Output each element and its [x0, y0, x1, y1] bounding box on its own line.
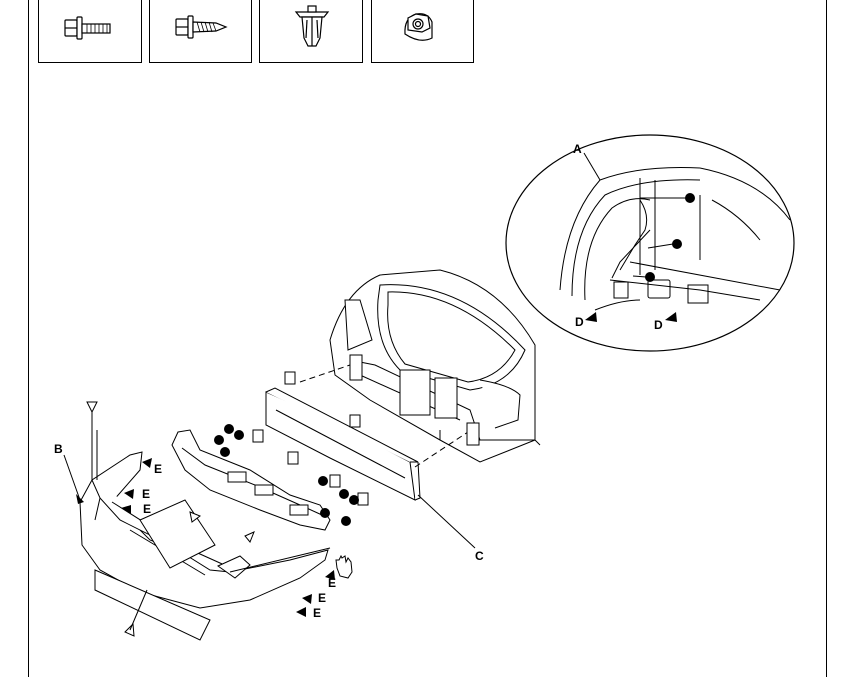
bumper-beam-c — [252, 354, 480, 506]
label-leader-lines — [63, 454, 476, 549]
label-d-left: D — [575, 315, 584, 329]
label-e-3: E — [143, 502, 152, 516]
flange-nut-icon — [404, 13, 433, 41]
detail-view-circle — [505, 134, 795, 352]
left-border-line — [28, 0, 29, 677]
fastener-box-bolt — [38, 0, 142, 63]
alignment-dashed-lines — [299, 364, 469, 468]
label-e-4: E — [328, 576, 337, 590]
tapping-screw-icon — [175, 15, 228, 39]
fastener-box-screw — [149, 0, 252, 63]
fastener-box-clip — [259, 0, 363, 63]
label-e-1: E — [154, 462, 163, 476]
label-e-6: E — [313, 606, 322, 620]
fastener-box-nut — [371, 0, 474, 63]
fastener-dots — [214, 424, 359, 526]
hand-pointer-icon — [335, 554, 353, 579]
right-border-line — [826, 0, 827, 677]
label-a: A — [573, 142, 582, 156]
flange-bolt-icon — [64, 16, 111, 40]
label-e-5: E — [318, 591, 327, 605]
bumper-cover-b — [79, 451, 331, 641]
bumper-bracket — [171, 429, 331, 531]
plastic-clip-icon — [294, 5, 330, 47]
label-d-right: D — [654, 318, 663, 332]
label-c: C — [475, 549, 484, 563]
label-b: B — [54, 442, 63, 456]
e-arrow-markers — [121, 458, 335, 617]
marker-triangles — [86, 401, 255, 637]
label-e-2: E — [142, 487, 151, 501]
trunk-body-outline — [329, 269, 541, 463]
